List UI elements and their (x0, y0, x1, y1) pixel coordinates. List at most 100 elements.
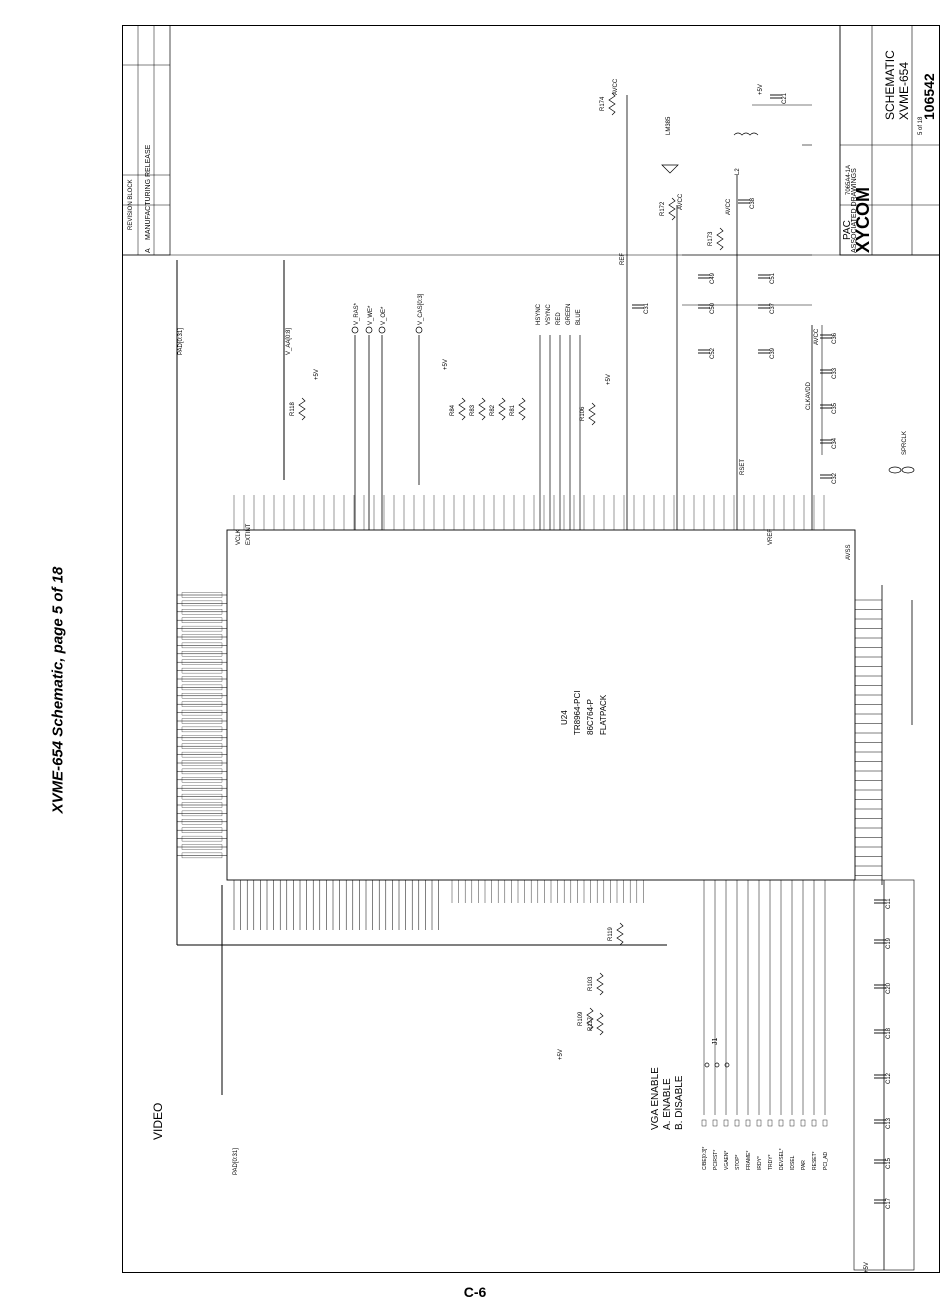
v-we-label: V_WE* (368, 305, 374, 325)
pad-tag (181, 835, 223, 842)
plus5v-bottom: +5V (864, 1262, 870, 1273)
signal-label-cbe: C/BE[0:3]* (702, 1147, 708, 1170)
pad-tag (181, 642, 223, 649)
cap-label-c13: C13 (886, 1117, 892, 1129)
cap-label-c34: C34 (832, 437, 838, 449)
resistor-r83 (478, 397, 486, 421)
hsync-label: HSYNC (536, 303, 542, 325)
resistor-label-r172: R172 (660, 201, 666, 216)
pad-tag (181, 693, 223, 699)
rgb-outputs: HSYNC VSYNC RED GREEN BLUE (536, 303, 582, 530)
cap-label-c32: C32 (832, 472, 838, 484)
resistor-r81 (518, 397, 526, 421)
cap-label-c49: C49 (710, 272, 716, 284)
sheet-border (122, 25, 940, 1273)
pad-tag (181, 768, 223, 775)
signal-connector-devsel (778, 1119, 784, 1127)
chip-part2: 86C764-P (586, 699, 595, 735)
cap-label-c35: C35 (832, 402, 838, 414)
cap-label-c36: C36 (832, 332, 838, 344)
pad-tag (181, 609, 223, 615)
signal-connector-irdy (756, 1119, 762, 1127)
doc-number: 106542 (921, 73, 937, 120)
cap-label-c37: C37 (770, 302, 776, 314)
chip-u24: U24 TR8964-PCI 86C764-P FLATPACK (226, 529, 856, 881)
resistor-r174 (608, 92, 616, 116)
vga-enable-jumper: VGA ENABLE A. ENABLE B. DISABLE J1 (650, 1038, 730, 1130)
resistor-r103 (596, 972, 604, 996)
signal-label-frame: FRAME* (746, 1151, 752, 1171)
signal-connector-par (800, 1119, 806, 1127)
pad-tag (181, 718, 223, 724)
sheet-label: 5 of 18 (918, 116, 924, 135)
analog-supply-network: AVCC AVCC AVCC AVCC REF RSET CLKAVDD +5V… (613, 78, 915, 530)
cap-label-c31: C31 (644, 302, 650, 314)
vsync-label: VSYNC (546, 304, 552, 325)
avcc-label-top: AVCC (613, 78, 619, 95)
clk-avdd-label: CLKAVDD (806, 381, 812, 410)
cap-label-c50: C50 (710, 302, 716, 314)
resistor-label-r81: R81 (510, 404, 516, 416)
cap-label-c11: C11 (886, 898, 892, 909)
plus5v-r118: +5V (314, 369, 320, 380)
resistor-label-r103: R103 (588, 976, 594, 991)
rset-label: RSET (740, 459, 746, 475)
signal-connector-reset (811, 1119, 817, 1127)
inductor-l2 (733, 132, 759, 136)
cap-label-c18: C18 (886, 1027, 892, 1039)
vga-enable-title: VGA ENABLE (650, 1067, 661, 1130)
resistor-r109 (586, 1007, 594, 1031)
resistor-r117 (596, 1012, 604, 1036)
pad-tag (181, 810, 223, 817)
pad-tag (181, 634, 223, 640)
doc-title: SCHEMATIC (883, 50, 897, 120)
pad-tag (181, 701, 223, 707)
plus5v-r117: +5V (558, 1049, 564, 1060)
vclk-label: VCLK (236, 529, 242, 545)
company-logo-text: XYCOM (853, 187, 873, 253)
signal-connector-stop (734, 1119, 740, 1127)
resistor-r119 (616, 922, 624, 946)
avss-label: AVSS (846, 544, 852, 560)
plus5v-r106: +5V (606, 374, 612, 385)
title-block: XYCOM SCHEMATIC XVME-654 106542 ASSOCIAT… (839, 25, 940, 256)
resistor-r172 (668, 197, 676, 221)
spare-clk-label: SPRCLK (902, 431, 908, 455)
clock-connector-2 (901, 466, 915, 474)
revision-block-title: REVISION BLOCK (128, 179, 134, 230)
pad-tag (181, 802, 223, 808)
signal-connector-trdy (767, 1119, 773, 1127)
chip-part: TR8964-PCI (573, 691, 582, 735)
resistor-r173 (716, 227, 724, 251)
pad-tag (181, 760, 223, 766)
v-ras-label: V_RAS* (354, 302, 360, 325)
signal-label-irdy: IRDY* (757, 1156, 763, 1170)
pad-tag (181, 651, 223, 657)
cap-label-c33: C33 (832, 367, 838, 379)
decoupling-bank (853, 879, 915, 1271)
signal-connector-cbe (701, 1119, 707, 1127)
pad-bus-top (177, 592, 227, 859)
doc-subtitle: XVME-654 (897, 62, 911, 120)
resistor-label-r106: R106 (580, 406, 586, 421)
green-label: GREEN (566, 304, 572, 325)
cap-label-c39: C39 (770, 347, 776, 359)
v-aa-label: V_AA[0:8] (286, 328, 292, 355)
pad-tag (181, 676, 223, 682)
pad-bus-bottom (233, 880, 644, 930)
pins-right (855, 585, 913, 885)
chip-ref: U24 (560, 710, 569, 725)
pac-label: PAC (842, 220, 853, 240)
pad-tag (181, 625, 223, 632)
resistor-label-r173: R173 (708, 231, 714, 246)
cap-label-c19: C19 (886, 937, 892, 949)
cap-label-c21: C21 (782, 92, 788, 104)
pad-tag (181, 827, 223, 833)
resistor-label-r119: R119 (608, 926, 614, 941)
v-oe-label: V_OE* (381, 306, 387, 325)
signal-label-pcirst: PCIRST* (713, 1150, 719, 1170)
pad-tag (181, 617, 223, 623)
resistor-r84 (458, 397, 466, 421)
resistor-label-r83: R83 (470, 404, 476, 416)
